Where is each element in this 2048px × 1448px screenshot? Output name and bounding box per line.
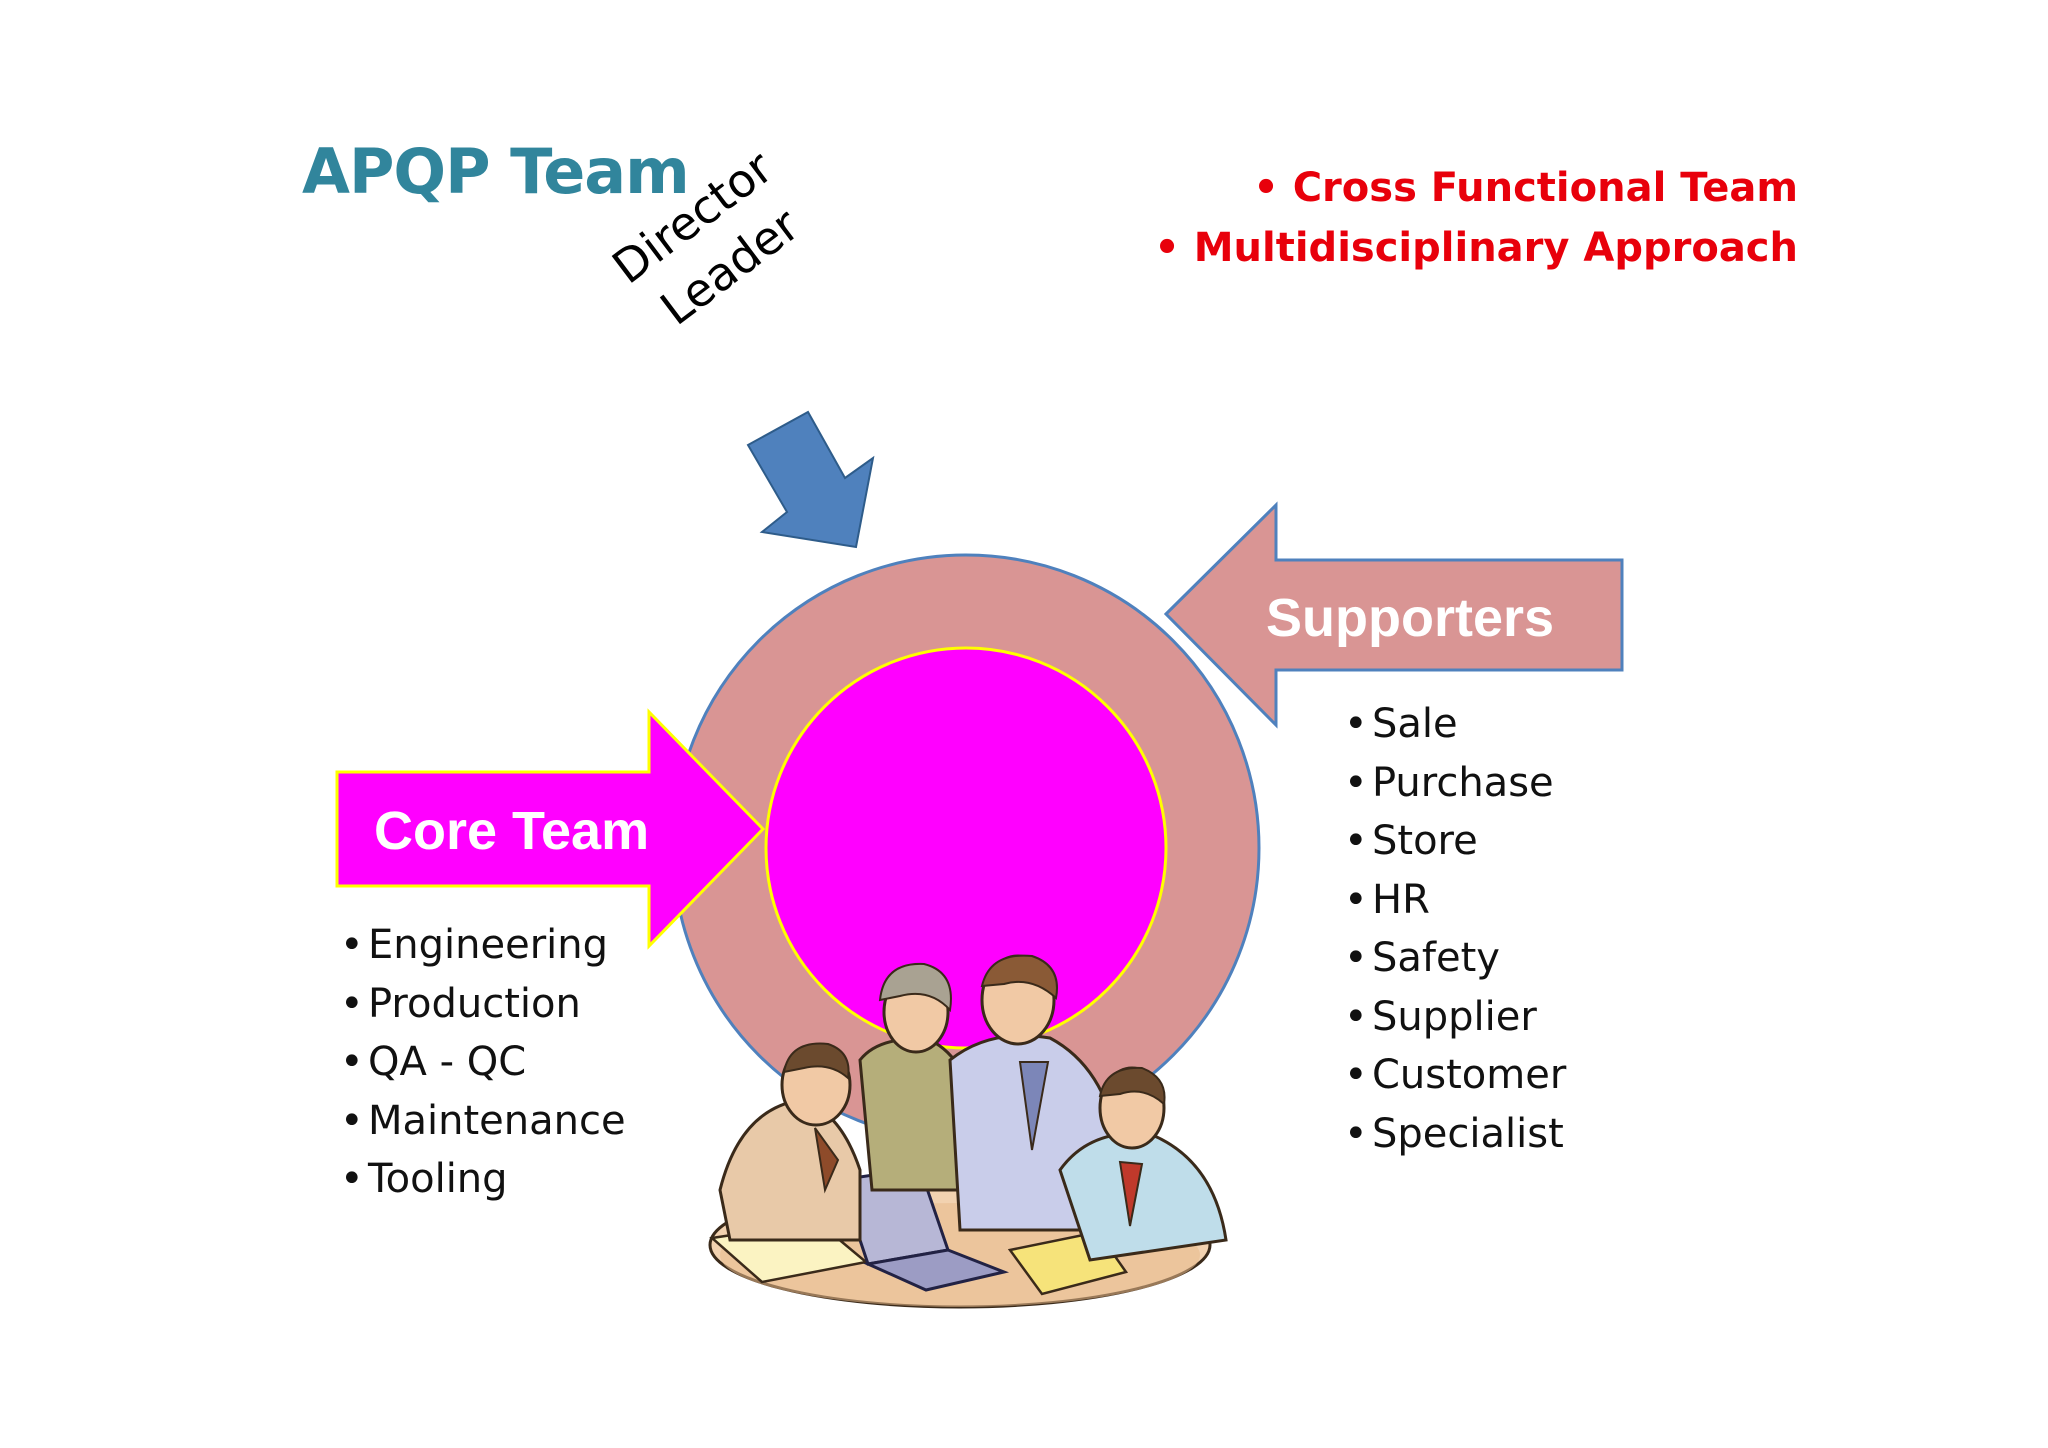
list-item: •Safety xyxy=(1344,929,1566,988)
list-item: •Purchase xyxy=(1344,754,1566,813)
bullet-icon: • xyxy=(340,1156,364,1202)
team-meeting-illustration xyxy=(708,954,1228,1309)
list-item: •Production xyxy=(340,975,626,1034)
list-item: •Specialist xyxy=(1344,1105,1566,1164)
core-team-label: Core Team xyxy=(374,801,650,861)
bullet-icon: • xyxy=(1253,165,1293,211)
inner-circle xyxy=(764,646,1168,1050)
bullet-icon: • xyxy=(340,922,364,968)
supporters-arrow xyxy=(1163,501,1624,729)
director-arrow xyxy=(746,410,875,549)
bullet-icon: • xyxy=(1154,225,1194,271)
list-item: •Supplier xyxy=(1344,988,1566,1047)
bullet-icon: • xyxy=(1344,759,1368,806)
bullet-icon: • xyxy=(340,1097,364,1144)
list-item: •Customer xyxy=(1344,1046,1566,1105)
supporters-list: •Sale •Purchase •Store •HR •Safety •Supp… xyxy=(1344,695,1566,1163)
bullet-icon: • xyxy=(1344,876,1368,923)
bullet-icon: • xyxy=(340,1039,364,1085)
page-title: APQP Team xyxy=(302,135,690,208)
core-team-arrow xyxy=(335,708,766,950)
bullet-icon: • xyxy=(1344,701,1368,747)
list-item: •Tooling xyxy=(340,1150,626,1209)
list-item: •Store xyxy=(1344,812,1566,871)
bullet-icon: • xyxy=(1344,818,1368,864)
list-item: •Sale xyxy=(1344,695,1566,754)
bullet-icon: • xyxy=(340,980,364,1027)
bullet-icon: • xyxy=(1344,935,1368,981)
highlight-item: • Multidisciplinary Approach xyxy=(1154,225,1798,271)
bullet-icon: • xyxy=(1344,993,1368,1040)
core-team-list: •Engineering •Production •QA - QC •Maint… xyxy=(340,916,626,1209)
list-item: •QA - QC xyxy=(340,1033,626,1092)
list-item: •Maintenance xyxy=(340,1092,626,1151)
highlight-list: • Cross Functional Team • Multidisciplin… xyxy=(1154,158,1798,278)
highlight-item: • Cross Functional Team xyxy=(1253,165,1798,211)
supporters-label: Supporters xyxy=(1266,588,1555,648)
bullet-icon: • xyxy=(1344,1110,1368,1157)
list-item: •HR xyxy=(1344,871,1566,930)
bullet-icon: • xyxy=(1344,1052,1368,1098)
list-item: •Engineering xyxy=(340,916,626,975)
